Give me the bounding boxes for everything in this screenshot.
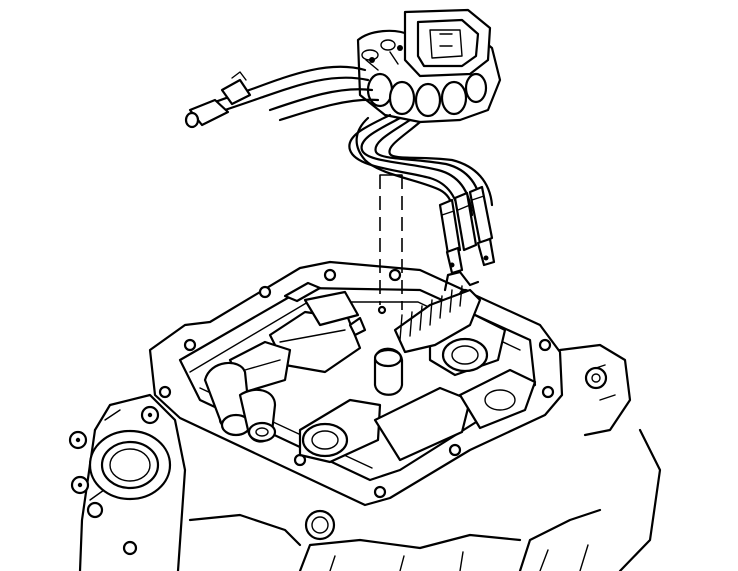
- fuel-lines: [184, 65, 380, 129]
- installation-guide-line: [377, 174, 403, 315]
- engine-block: [78, 343, 662, 571]
- water-outlet-housing: [68, 405, 336, 556]
- coolant-bypass-pipe: [203, 361, 277, 443]
- fuel-injector-assembly: [356, 8, 502, 124]
- fuel-meter-body-mount: [348, 270, 482, 396]
- poppet-nozzle-tubes: [348, 113, 496, 275]
